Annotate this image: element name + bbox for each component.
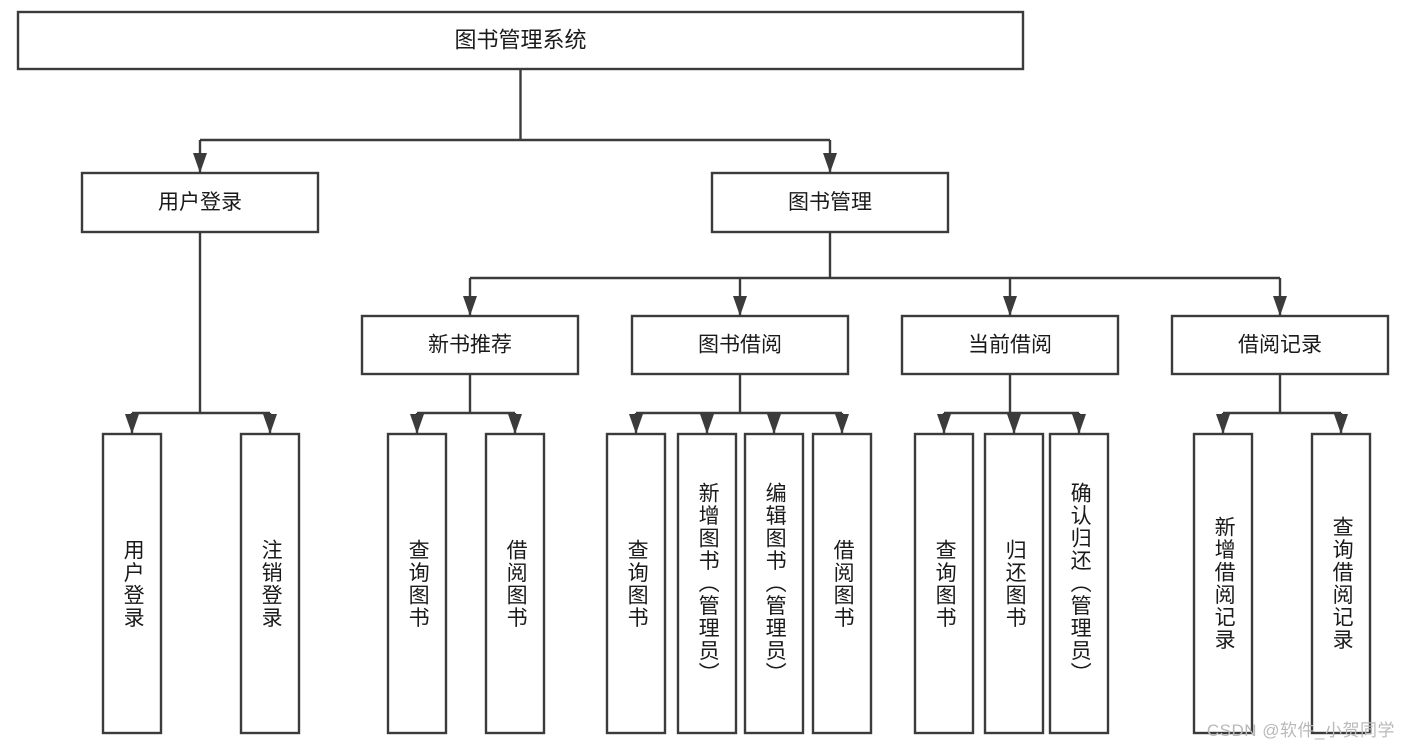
node-leaf-box[interactable]: [913, 432, 975, 735]
arrow-head-icon: [1003, 296, 1017, 316]
arrow-head-icon: [410, 414, 424, 434]
arrow-head-icon: [463, 296, 477, 316]
arrow-head-icon: [508, 414, 522, 434]
node-leaf-box[interactable]: [1048, 432, 1110, 735]
arrow-head-icon: [1273, 296, 1287, 316]
connector-layer: [125, 69, 1348, 434]
node-level3-label-0: 新书推荐: [428, 334, 512, 357]
node-level2-box-0[interactable]: [80, 171, 320, 234]
csdn-watermark: CSDN @软件_小贺同学: [1206, 721, 1395, 740]
node-leaf-box[interactable]: [1192, 432, 1254, 735]
arrow-head-icon: [733, 296, 747, 316]
node-leaf-box[interactable]: [605, 432, 667, 735]
arrow-head-icon: [700, 414, 714, 434]
node-box-layer: [16, 10, 1390, 735]
node-leaf-box[interactable]: [676, 432, 738, 735]
arrow-head-icon: [1007, 414, 1021, 434]
arrow-head-icon: [1072, 414, 1086, 434]
node-level3-label-2: 当前借阅: [968, 334, 1052, 357]
arrow-head-icon: [767, 414, 781, 434]
node-level2-box-1[interactable]: [710, 171, 950, 234]
arrow-head-icon: [629, 414, 643, 434]
arrow-head-icon: [823, 153, 837, 173]
node-level3-label-1: 图书借阅: [698, 334, 782, 357]
node-leaf-box[interactable]: [1310, 432, 1372, 735]
node-level3-label-3: 借阅记录: [1238, 334, 1322, 357]
arrow-head-icon: [835, 414, 849, 434]
node-leaf-box[interactable]: [386, 432, 448, 735]
arrow-head-icon: [1334, 414, 1348, 434]
node-level2-label-0: 用户登录: [158, 191, 242, 214]
node-leaf-box[interactable]: [484, 432, 546, 735]
node-leaf-box[interactable]: [239, 432, 301, 735]
node-level3-box-2[interactable]: [900, 314, 1120, 376]
node-leaf-box[interactable]: [101, 432, 163, 735]
node-leaf-box[interactable]: [743, 432, 805, 735]
node-leaf-box[interactable]: [811, 432, 873, 735]
arrow-head-icon: [1216, 414, 1230, 434]
node-level3-box-0[interactable]: [360, 314, 580, 376]
node-level2-label-1: 图书管理: [788, 191, 872, 214]
node-root-box[interactable]: [16, 10, 1025, 71]
arrow-head-icon: [193, 153, 207, 173]
node-leaf-box[interactable]: [983, 432, 1045, 735]
node-root-label: 图书管理系统: [454, 27, 586, 52]
node-level3-box-1[interactable]: [630, 314, 850, 376]
arrow-head-icon: [125, 414, 139, 434]
arrow-head-icon: [937, 414, 951, 434]
node-level3-box-3[interactable]: [1170, 314, 1390, 376]
arrow-head-icon: [263, 414, 277, 434]
